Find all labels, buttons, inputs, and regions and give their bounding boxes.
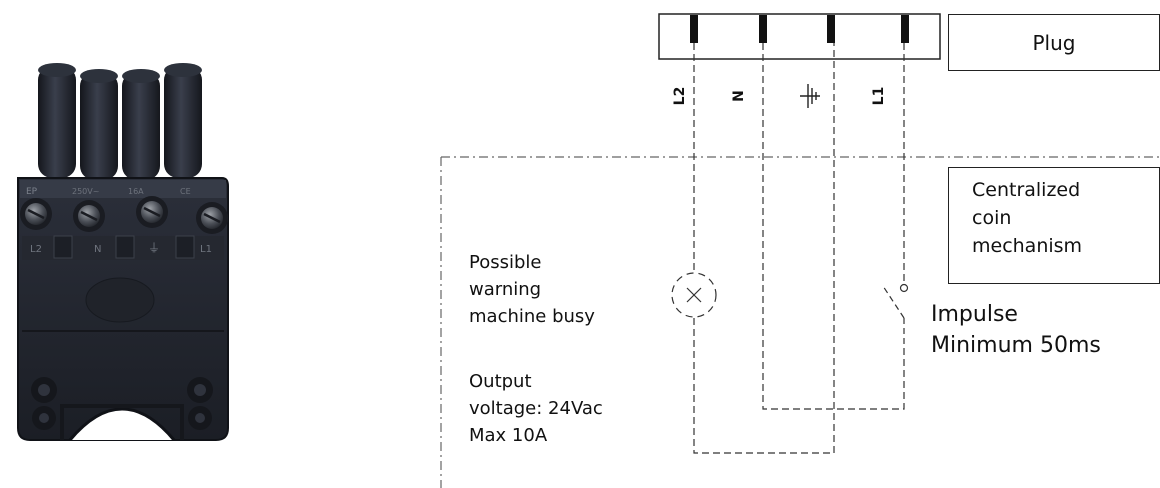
device-label-box: Centralized coin mechanism — [948, 167, 1160, 284]
warning-note-line-2: warning — [469, 279, 542, 300]
warning-note-line-1: Possible — [469, 252, 542, 273]
terminal-pin-n — [759, 15, 767, 43]
plug-label-box: Plug — [948, 14, 1160, 71]
plug-pin-3 — [122, 69, 160, 180]
plug-photo-marking: L1 — [200, 244, 212, 255]
terminal-pin-earth — [827, 15, 835, 43]
wires — [693, 43, 905, 454]
plug-pin-2 — [80, 69, 118, 180]
plug-photo-marking: ⏚ — [148, 241, 160, 255]
plug-screw — [136, 196, 168, 228]
output-note-line-2: voltage: 24Vac — [469, 398, 603, 419]
plug-screw — [196, 202, 228, 234]
svg-text:CE: CE — [180, 187, 191, 196]
output-note-line-3: Max 10A — [469, 425, 548, 446]
plug-photo-marking: L2 — [30, 244, 42, 255]
device-label-line-2: coin — [972, 207, 1012, 229]
impulse-switch-symbol — [882, 283, 909, 340]
cable-clamp — [31, 377, 213, 441]
terminal-label-l1: L1 — [871, 87, 887, 106]
svg-text:250V~: 250V~ — [72, 187, 99, 196]
wire-n — [762, 43, 905, 410]
svg-text:EP: EP — [26, 187, 38, 197]
plug-connector-photo: EP 250V~ 16A CE L2 N ⏚ L1 — [17, 63, 229, 441]
device-label-line-3: mechanism — [972, 235, 1083, 257]
plug-photo-marking: N — [94, 244, 101, 255]
warning-note-line-3: machine busy — [469, 306, 595, 327]
wire-lamp-return — [693, 43, 835, 454]
plug-screw — [73, 200, 105, 232]
svg-text:16A: 16A — [128, 187, 144, 196]
enclosure-boundary — [440, 156, 1160, 488]
earth-symbol-icon — [800, 84, 820, 108]
device-label-line-1: Centralized — [972, 179, 1081, 201]
impulse-note-line-2: Minimum 50ms — [931, 333, 1101, 358]
plug-screw — [20, 198, 52, 230]
warning-lamp-symbol — [671, 272, 717, 318]
plug-terminal-strip — [658, 13, 941, 60]
plug-pin-1 — [38, 63, 76, 178]
terminal-label-l2: L2 — [672, 87, 688, 106]
plug-label: Plug — [1032, 31, 1076, 55]
impulse-note-line-1: Impulse — [931, 302, 1018, 327]
output-note-line-1: Output — [469, 371, 532, 392]
terminal-pin-l2 — [690, 15, 698, 43]
plug-pin-4 — [164, 63, 202, 178]
terminal-label-n: N — [731, 90, 747, 102]
terminal-pin-l1 — [901, 15, 909, 43]
